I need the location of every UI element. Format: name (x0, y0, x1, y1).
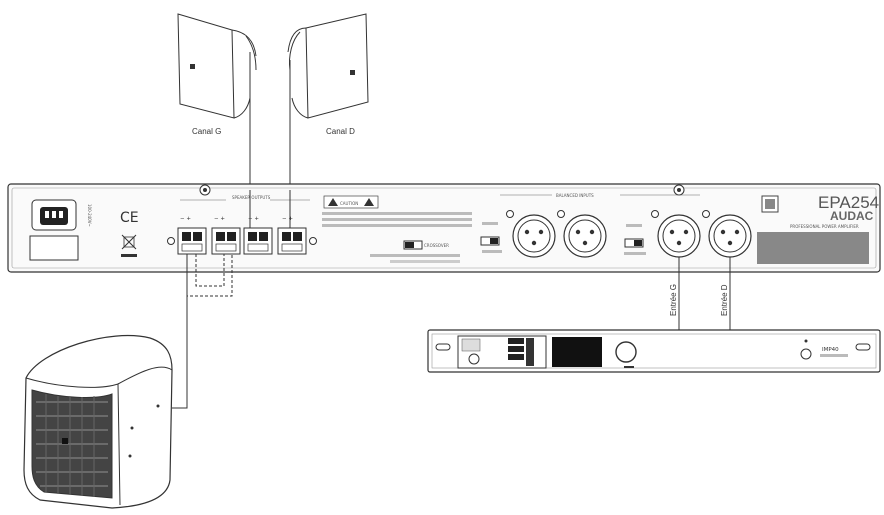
rack-ear-left (435, 343, 451, 351)
crossover-label: CROSSOVER (424, 243, 449, 248)
speaker-terminal-4[interactable] (277, 227, 307, 255)
left-speaker (177, 13, 257, 190)
polarity-4: − + (282, 216, 293, 222)
xlr-input-4[interactable] (702, 210, 752, 258)
model-subtitle: PROFESSIONAL POWER AMPLIFIER (790, 224, 859, 229)
polarity-2: − + (214, 216, 225, 222)
ce-mark: CE (120, 210, 139, 226)
brand-name: AUDAC (830, 209, 874, 223)
mode-switch-right[interactable] (624, 238, 644, 248)
speaker-terminal-1[interactable] (177, 227, 207, 255)
model-name: EPA254 (818, 193, 879, 212)
xlr-input-3[interactable] (651, 210, 701, 258)
crossover-options-2 (390, 260, 460, 263)
xlr-input-1[interactable] (506, 210, 556, 258)
switch-legend (624, 252, 646, 255)
subwoofer-wires (172, 254, 233, 409)
switch-legend (626, 224, 642, 227)
xlr-input-2[interactable] (557, 210, 607, 258)
headphone-jack[interactable] (800, 348, 812, 360)
tuner-module (457, 335, 547, 369)
qr-logo (761, 195, 779, 213)
left-speaker-label: Canal G (192, 127, 221, 136)
crossover-switch[interactable] (403, 240, 423, 250)
input-cable-right-label: Entrée D (720, 284, 729, 316)
screw-icon (167, 237, 175, 245)
display-screen (552, 337, 602, 367)
input-cables (678, 257, 731, 330)
switch-legend (482, 250, 502, 253)
right-speaker (287, 13, 369, 190)
polarity-1: − + (180, 216, 191, 222)
power-rating-text: 100-240V~ (87, 204, 92, 227)
power-inlet[interactable] (29, 199, 79, 261)
speaker-terminal-3[interactable] (243, 227, 273, 255)
mode-switch-left[interactable] (480, 236, 500, 246)
screw-icon (309, 237, 317, 245)
serial-label-plate (757, 232, 869, 264)
speaker-wires (249, 190, 291, 228)
caution-label: CAUTION (340, 201, 358, 206)
source-model: IMP40 (822, 347, 839, 353)
rack-ear-right (855, 343, 871, 351)
speaker-outputs-label: SPEAKER OUTPUTS (232, 195, 271, 200)
crossover-options (370, 254, 460, 257)
knob-label (624, 366, 634, 368)
polarity-3: − + (248, 216, 259, 222)
caution-box (322, 195, 472, 227)
balanced-inputs-label: BALANCED INPUTS (556, 193, 594, 198)
source-subtitle (820, 354, 848, 357)
switch-legend (482, 222, 498, 225)
led-indicator (804, 339, 808, 343)
cube-speaker (23, 334, 173, 509)
speaker-terminal-2[interactable] (211, 227, 241, 255)
control-knob[interactable] (615, 341, 637, 363)
right-speaker-label: Canal D (326, 127, 355, 136)
weee-icon (121, 234, 137, 257)
input-cable-left-label: Entrée G (669, 284, 678, 316)
